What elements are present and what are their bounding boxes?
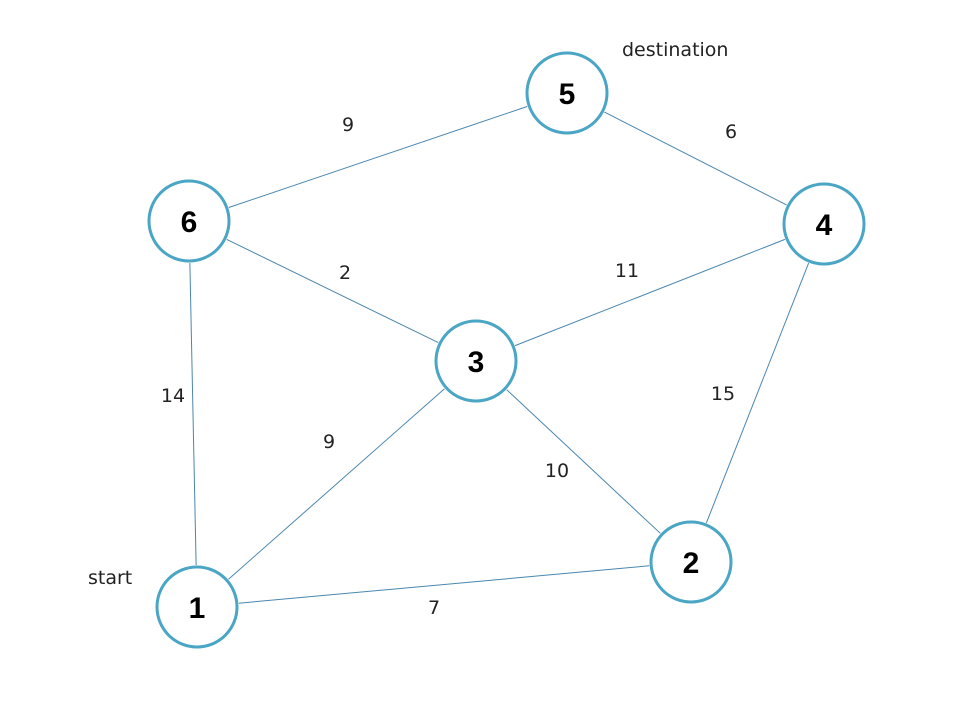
node-label-1: 1 [189, 592, 206, 625]
node-label-5: 5 [559, 78, 576, 111]
node-3: 3 [434, 319, 518, 403]
edge-5-4 [604, 111, 787, 206]
node-circle-3 [434, 319, 518, 403]
node-1: 1 [155, 565, 239, 649]
edge-4-2 [705, 262, 810, 524]
edge-3-4 [514, 238, 786, 347]
start-annotation: start [88, 567, 132, 589]
node-circle-6 [147, 179, 231, 263]
edge-weight-4-2: 15 [711, 383, 735, 405]
edge-weight-5-4: 6 [725, 121, 737, 143]
edge-weight-3-2: 10 [545, 460, 569, 482]
node-circle-1 [155, 565, 239, 649]
edge-6-1 [189, 262, 197, 566]
edge-6-3 [226, 238, 439, 344]
destination-annotation: destination [622, 39, 728, 61]
nodes-layer: 1 2 3 4 5 6 [147, 51, 866, 649]
edge-1-3 [228, 388, 445, 580]
node-label-3: 3 [468, 346, 485, 379]
node-5: 5 [525, 51, 609, 135]
edge-weight-6-1: 14 [161, 385, 185, 407]
node-label-6: 6 [181, 206, 198, 239]
edge-weight-6-5: 9 [342, 114, 354, 136]
node-4: 4 [782, 182, 866, 266]
node-2: 2 [649, 520, 733, 604]
edge-weight-1-3: 9 [323, 431, 335, 453]
node-circle-5 [525, 51, 609, 135]
edge-weight-1-2: 7 [428, 597, 440, 619]
edge-weight-3-4: 11 [615, 260, 639, 282]
edge-6-5 [228, 105, 528, 209]
edges-layer [189, 105, 810, 604]
edge-1-2 [238, 565, 650, 604]
node-label-2: 2 [683, 547, 700, 580]
edge-3-2 [506, 389, 661, 534]
node-circle-4 [782, 182, 866, 266]
node-circle-2 [649, 520, 733, 604]
node-6: 6 [147, 179, 231, 263]
edge-weights-layer: 9 6 2 11 14 15 9 10 7 [161, 114, 737, 619]
node-label-4: 4 [816, 209, 833, 242]
edge-weight-6-3: 2 [339, 262, 351, 284]
